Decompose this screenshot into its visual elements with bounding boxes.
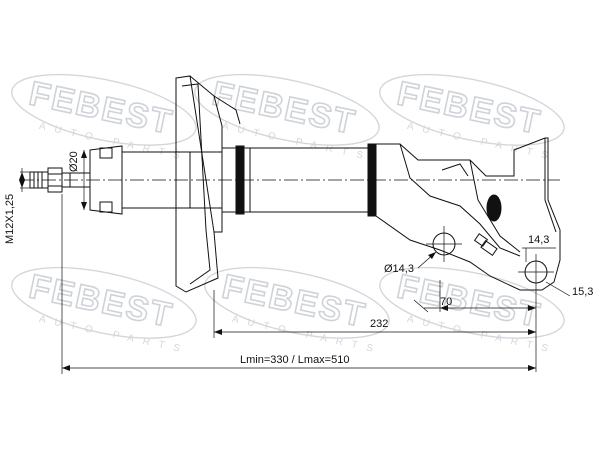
spring-seat <box>175 75 241 293</box>
lower-collar <box>367 143 377 217</box>
watermark-logo-3: FEBEST AUTO PARTS <box>379 74 565 163</box>
label-lower-hole-offset: 15,3 <box>572 286 593 298</box>
watermark-logo-5: FEBEST AUTO PARTS <box>204 267 390 356</box>
strut-body <box>221 143 377 217</box>
label-rod-thread: M12X1,25 <box>4 194 16 244</box>
dimension-lines <box>20 150 571 374</box>
label-rod-diameter: Ø20 <box>68 151 80 172</box>
label-body-length: 232 <box>370 318 388 330</box>
bracket-slot <box>486 194 502 222</box>
label-bracket-hole-diameter: Ø14,3 <box>384 263 414 275</box>
dimension-arrows <box>19 150 536 371</box>
upper-collar <box>235 145 245 215</box>
piston-rod-assembly <box>29 145 191 215</box>
label-bracket-width: 70 <box>440 296 452 308</box>
label-top-hole-offset: 14,3 <box>528 234 549 246</box>
top-mount <box>89 145 123 215</box>
label-total-length: Lmin=330 / Lmax=510 <box>240 354 349 366</box>
knuckle-bracket <box>375 137 561 291</box>
dust-boot <box>122 151 191 209</box>
watermark-logo-4: FEBEST AUTO PARTS <box>11 267 197 356</box>
